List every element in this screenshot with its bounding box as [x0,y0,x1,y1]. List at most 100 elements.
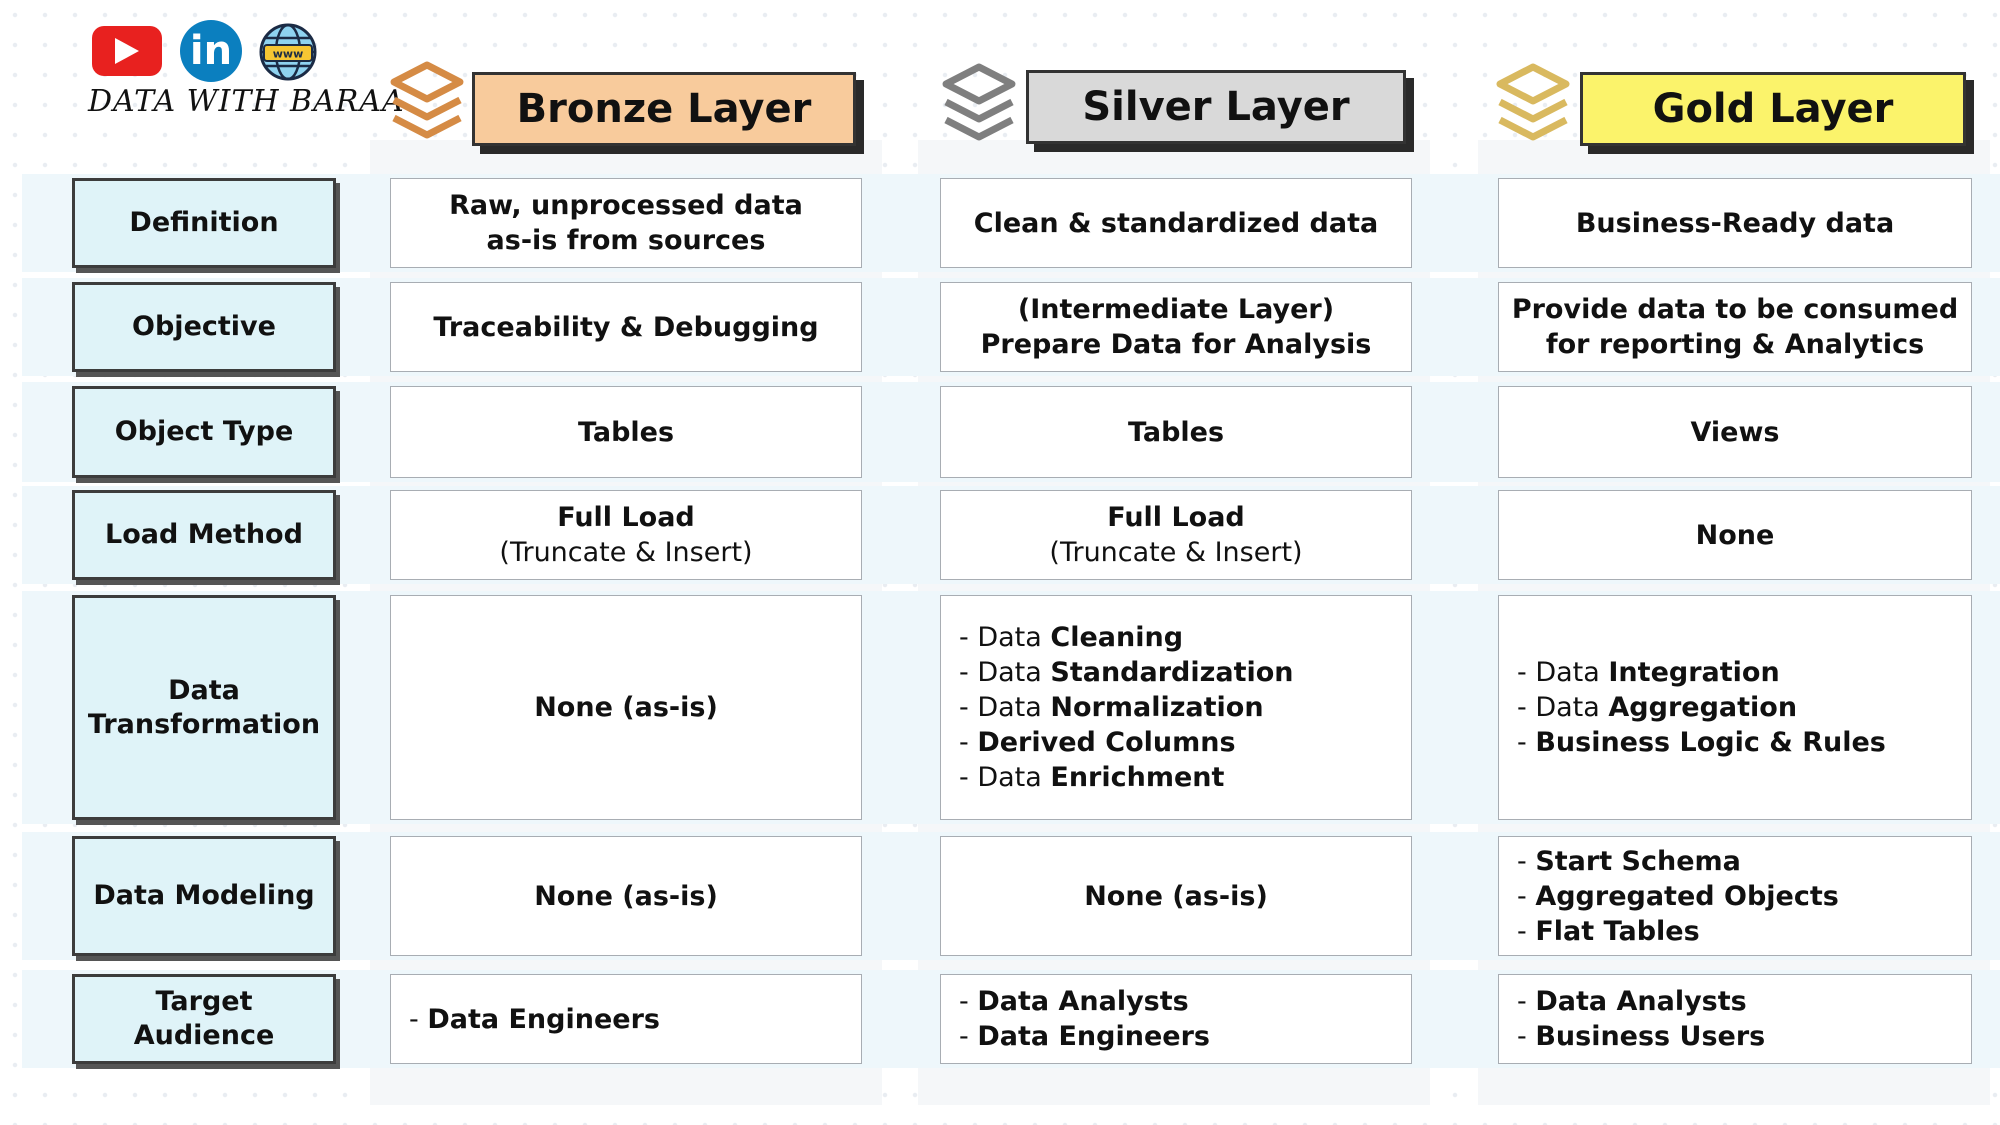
silver-objective-cell: (Intermediate Layer) Prepare Data for Ana… [940,282,1412,372]
cell-text-line: None (as-is) [1084,880,1268,912]
list-item: - Business Logic & Rules [1517,725,1886,760]
cell-text-line: Full Load [557,502,695,533]
youtube-icon[interactable] [92,26,162,76]
cell-text-line: (Truncate & Insert) [499,537,753,568]
cell-text-line: None (as-is) [534,880,718,912]
cell-text-line: for reporting & Analytics [1545,329,1925,360]
list-item: - Data Analysts [1517,984,1765,1019]
cell-text-line: Prepare Data for Analysis [980,329,1372,360]
silver-target-audience-cell: - Data Analysts- Data Engineers [940,974,1412,1064]
website-icon[interactable]: www [258,22,318,82]
list-item-text: Derived Columns [977,727,1236,758]
list-item-text: Data Engineers [427,1003,660,1035]
brand-logo: DATA WITH BARAA [88,84,405,119]
gold-target-audience-cell: - Data Analysts- Business Users [1498,974,1972,1064]
list-item-prefix: - [1517,915,1536,947]
list-item: - Start Schema [1517,844,1839,879]
bullet-list: - Start Schema- Aggregated Objects- Flat… [1517,844,1839,949]
gold-data-modeling-cell: - Start Schema- Aggregated Objects- Flat… [1498,836,1972,956]
row-label-object-type: Object Type [72,386,336,478]
list-item: - Data Normalization [959,690,1294,725]
cell-text-line: (Intermediate Layer) [1017,294,1335,325]
cell-text-line: None (as-is) [534,692,718,723]
bronze-data-modeling-cell: None (as-is) [390,836,862,956]
list-item-text: Normalization [1050,692,1264,723]
list-item-prefix: - Data [959,762,1051,793]
gold-layer-header: Gold Layer [1580,72,1966,146]
row-label-load-method: Load Method [72,490,336,580]
list-item-text: Start Schema [1535,845,1741,877]
bronze-layers-icon [390,61,464,139]
list-item-prefix: - [959,986,978,1017]
gold-load-method-cell: None [1498,490,1972,580]
list-item-prefix: - Data [959,622,1051,653]
cell-text-line: None [1695,519,1775,551]
gold-objective-cell: Provide data to be consumed for reporting… [1498,282,1972,372]
silver-layer-title: Silver Layer [1082,84,1350,130]
list-item-prefix: - Data [959,692,1051,723]
cell-text-line: Views [1690,416,1780,448]
gold-layer-title: Gold Layer [1652,86,1894,132]
list-item-prefix: - [1517,986,1536,1017]
bronze-target-audience-cell: - Data Engineers [390,974,862,1064]
list-item-text: Data Analysts [977,986,1189,1017]
list-item-prefix: - [959,1021,978,1052]
list-item: - Data Integration [1517,655,1886,690]
list-item-text: Standardization [1050,657,1294,688]
list-item: - Data Aggregation [1517,690,1886,725]
list-item-prefix: - Data [1517,692,1609,723]
cell-text-line: Provide data to be consumed [1511,294,1959,325]
list-item: - Flat Tables [1517,914,1839,949]
list-item-prefix: - Data [1517,657,1609,688]
list-item: - Data Engineers [409,1002,660,1037]
gold-data-transformation-cell: - Data Integration- Data Aggregation- Bu… [1498,595,1972,820]
list-item: - Derived Columns [959,725,1294,760]
bronze-object-type-cell: Tables [390,386,862,478]
cell-text-line: Tables [1127,416,1225,448]
list-item-text: Business Users [1535,1021,1766,1052]
list-item-prefix: - [959,727,978,758]
gold-definition-cell: Business-Ready data [1498,178,1972,268]
bronze-definition-cell: Raw, unprocessed data as-is from sources [390,178,862,268]
bullet-list: - Data Analysts- Business Users [1517,984,1765,1054]
list-item: - Data Cleaning [959,620,1294,655]
cell-text-line: Tables [577,416,675,448]
cell-text-line: as-is from sources [486,225,766,256]
list-item-text: Flat Tables [1535,915,1700,947]
list-item-prefix: - [409,1003,428,1035]
list-item: - Data Standardization [959,655,1294,690]
silver-data-transformation-cell: - Data Cleaning- Data Standardization- D… [940,595,1412,820]
bullet-list: - Data Engineers [409,1002,660,1037]
row-label-definition: Definition [72,178,336,268]
silver-object-type-cell: Tables [940,386,1412,478]
list-item-text: Aggregation [1608,692,1798,723]
list-item-text: Enrichment [1050,762,1225,793]
list-item: - Data Analysts [959,984,1210,1019]
row-label-objective: Objective [72,282,336,372]
list-item-prefix: - [1517,845,1536,877]
list-item-text: Data Analysts [1535,986,1747,1017]
bronze-load-method-cell: Full Load (Truncate & Insert) [390,490,862,580]
list-item-text: Cleaning [1050,622,1184,653]
row-label-target-audience: Target Audience [72,974,336,1064]
list-item: - Data Engineers [959,1019,1210,1054]
cell-text-line: (Truncate & Insert) [1049,537,1303,568]
silver-definition-cell: Clean & standardized data [940,178,1412,268]
bronze-data-transformation-cell: None (as-is) [390,595,862,820]
cell-text-line: Raw, unprocessed data [449,190,803,221]
list-item-text: Integration [1608,657,1780,688]
bullet-list: - Data Cleaning- Data Standardization- D… [959,620,1294,795]
bronze-layer-title: Bronze Layer [516,86,812,132]
row-label-data-transformation: Data Transformation [72,595,336,820]
bullet-list: - Data Integration- Data Aggregation- Bu… [1517,655,1886,760]
bronze-layer-header: Bronze Layer [472,72,856,146]
list-item: - Aggregated Objects [1517,879,1839,914]
cell-text-line: Traceability & Debugging [433,311,819,343]
list-item-prefix: - [1517,727,1536,758]
list-item-prefix: - [1517,1021,1536,1052]
row-label-data-modeling: Data Modeling [72,836,336,956]
silver-layer-header: Silver Layer [1026,70,1406,144]
linkedin-icon[interactable]: in [180,20,242,82]
list-item-prefix: - Data [959,657,1051,688]
cell-text-line: Clean & standardized data [973,207,1379,239]
